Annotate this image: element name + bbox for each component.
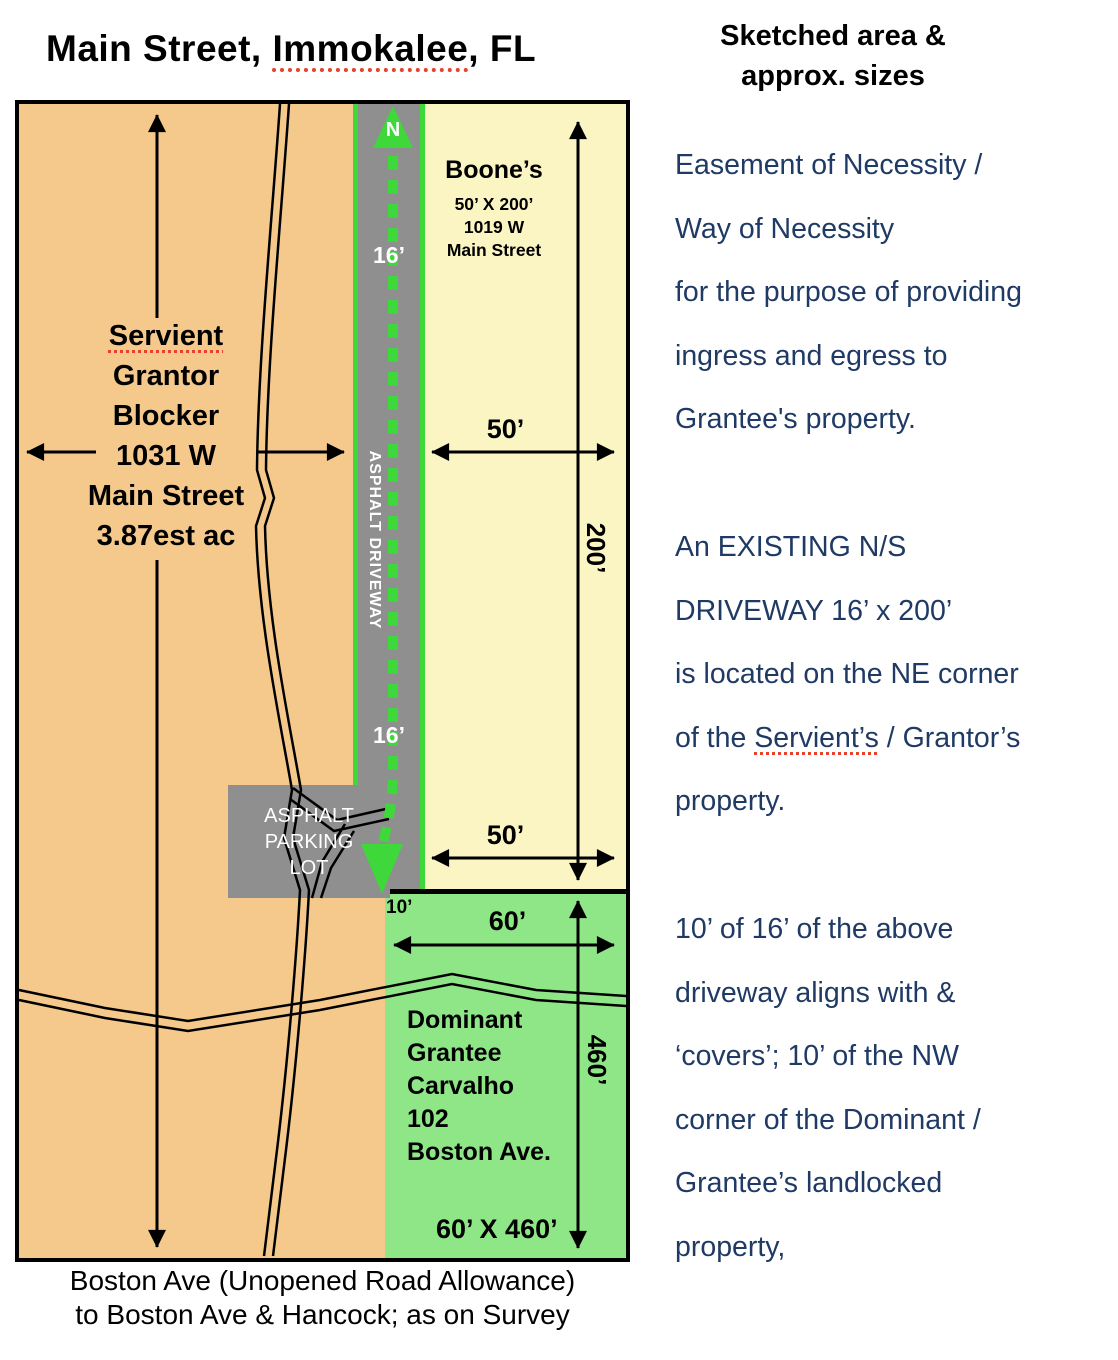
dim-10: 10’ bbox=[386, 897, 413, 918]
boones-label: Boone’s 50’ X 200’ 1019 W Main Street bbox=[427, 156, 561, 262]
note-text: / Grantor’s bbox=[878, 721, 1021, 754]
driveway-width-top: 16’ bbox=[373, 242, 405, 268]
notes-paragraph-alignment: 10’ of 16’ of the above driveway aligns … bbox=[675, 898, 981, 1279]
boones-name: Boone’s bbox=[445, 156, 543, 184]
note-line: corner of the Dominant / bbox=[675, 1103, 981, 1136]
page-title: Main Street, Immokalee, FL bbox=[46, 28, 536, 70]
asphalt-driveway-label: ASPHALT DRIVEWAY bbox=[366, 450, 383, 630]
notes-paragraph-easement: Easement of Necessity / Way of Necessity… bbox=[675, 134, 1022, 452]
notes-paragraph-driveway: An EXISTING N/S DRIVEWAY 16’ x 200’ is l… bbox=[675, 516, 1020, 834]
servient-line: 3.87est ac bbox=[96, 520, 236, 552]
note-line: An EXISTING N/S bbox=[675, 531, 907, 563]
grantee-line: Dominant bbox=[407, 1006, 523, 1034]
grantee-size-label: 60’ X 460’ bbox=[436, 1214, 558, 1244]
dim-50-top: 50’ bbox=[486, 414, 525, 444]
grantee-line: Grantee bbox=[407, 1039, 502, 1067]
servient-line: Servient bbox=[56, 316, 276, 356]
parking-line: LOT bbox=[289, 857, 329, 879]
servient-underlined: Servient bbox=[108, 320, 224, 352]
boones-size: 50’ X 200’ bbox=[454, 194, 534, 214]
servient-label: Servient Grantor Blocker 1031 W Main Str… bbox=[56, 316, 276, 556]
note-line: 10’ of 16’ of the above bbox=[675, 913, 954, 945]
dim-200: 200’ bbox=[581, 522, 611, 574]
grantee-line: Boston Ave. bbox=[407, 1138, 551, 1166]
note-line: ‘covers’; 10’ of the NW bbox=[675, 1040, 960, 1072]
grantee-label: Dominant Grantee Carvalho 102 Boston Ave… bbox=[407, 1004, 592, 1169]
sketch-caption: Boston Ave (Unopened Road Allowance) to … bbox=[15, 1264, 630, 1332]
note-line: of the Servient’s / Grantor’s bbox=[675, 707, 1020, 771]
boones-address1: 1019 W bbox=[463, 217, 525, 237]
note-line: Easement of Necessity / bbox=[675, 149, 983, 181]
driveway-width-bottom: 16’ bbox=[373, 722, 405, 748]
note-line: DRIVEWAY 16’ x 200’ bbox=[675, 594, 953, 627]
title-post: , FL bbox=[468, 28, 537, 69]
note-servient-underlined: Servient’s bbox=[754, 721, 879, 754]
note-text: of the bbox=[675, 721, 755, 754]
note-line: Way of Necessity bbox=[675, 212, 895, 245]
caption-line: Boston Ave (Unopened Road Allowance) bbox=[69, 1265, 576, 1296]
parking-lot-label: ASPHALT PARKING LOT bbox=[228, 803, 390, 881]
parking-line: PARKING bbox=[264, 831, 354, 853]
parking-line: ASPHALT bbox=[264, 805, 354, 827]
sketch-subtitle: Sketched area & approx. sizes bbox=[668, 16, 998, 96]
servient-line: Blocker bbox=[112, 400, 220, 432]
servient-line: Grantor bbox=[112, 360, 220, 392]
dim-60: 60’ bbox=[488, 906, 527, 936]
note-line: Grantee's property. bbox=[675, 403, 916, 435]
subtitle-line: approx. sizes bbox=[741, 60, 925, 92]
note-line: property. bbox=[675, 785, 786, 817]
note-line: is located on the NE corner bbox=[675, 658, 1019, 690]
servient-line: Main Street bbox=[87, 480, 245, 512]
servient-line: 1031 W bbox=[116, 440, 216, 472]
boones-parcel bbox=[425, 104, 626, 889]
title-pre: Main Street, bbox=[46, 28, 273, 69]
caption-line: to Boston Ave & Hancock; as on Survey bbox=[75, 1299, 570, 1330]
note-line: property, bbox=[675, 1230, 786, 1263]
note-line: for the purpose of providing bbox=[675, 276, 1022, 308]
note-line: Grantee’s landlocked bbox=[675, 1167, 943, 1199]
note-line: driveway aligns with & bbox=[675, 976, 956, 1009]
note-line: ingress and egress to bbox=[675, 339, 948, 372]
boones-address2: Main Street bbox=[446, 240, 542, 260]
north-label: N bbox=[385, 119, 401, 141]
subtitle-line: Sketched area & bbox=[720, 20, 946, 52]
grantee-line: 102 bbox=[407, 1105, 449, 1133]
dim-50-mid: 50’ bbox=[486, 820, 525, 850]
grantee-line: Carvalho bbox=[407, 1072, 514, 1100]
title-city-underlined: Immokalee bbox=[272, 28, 469, 69]
